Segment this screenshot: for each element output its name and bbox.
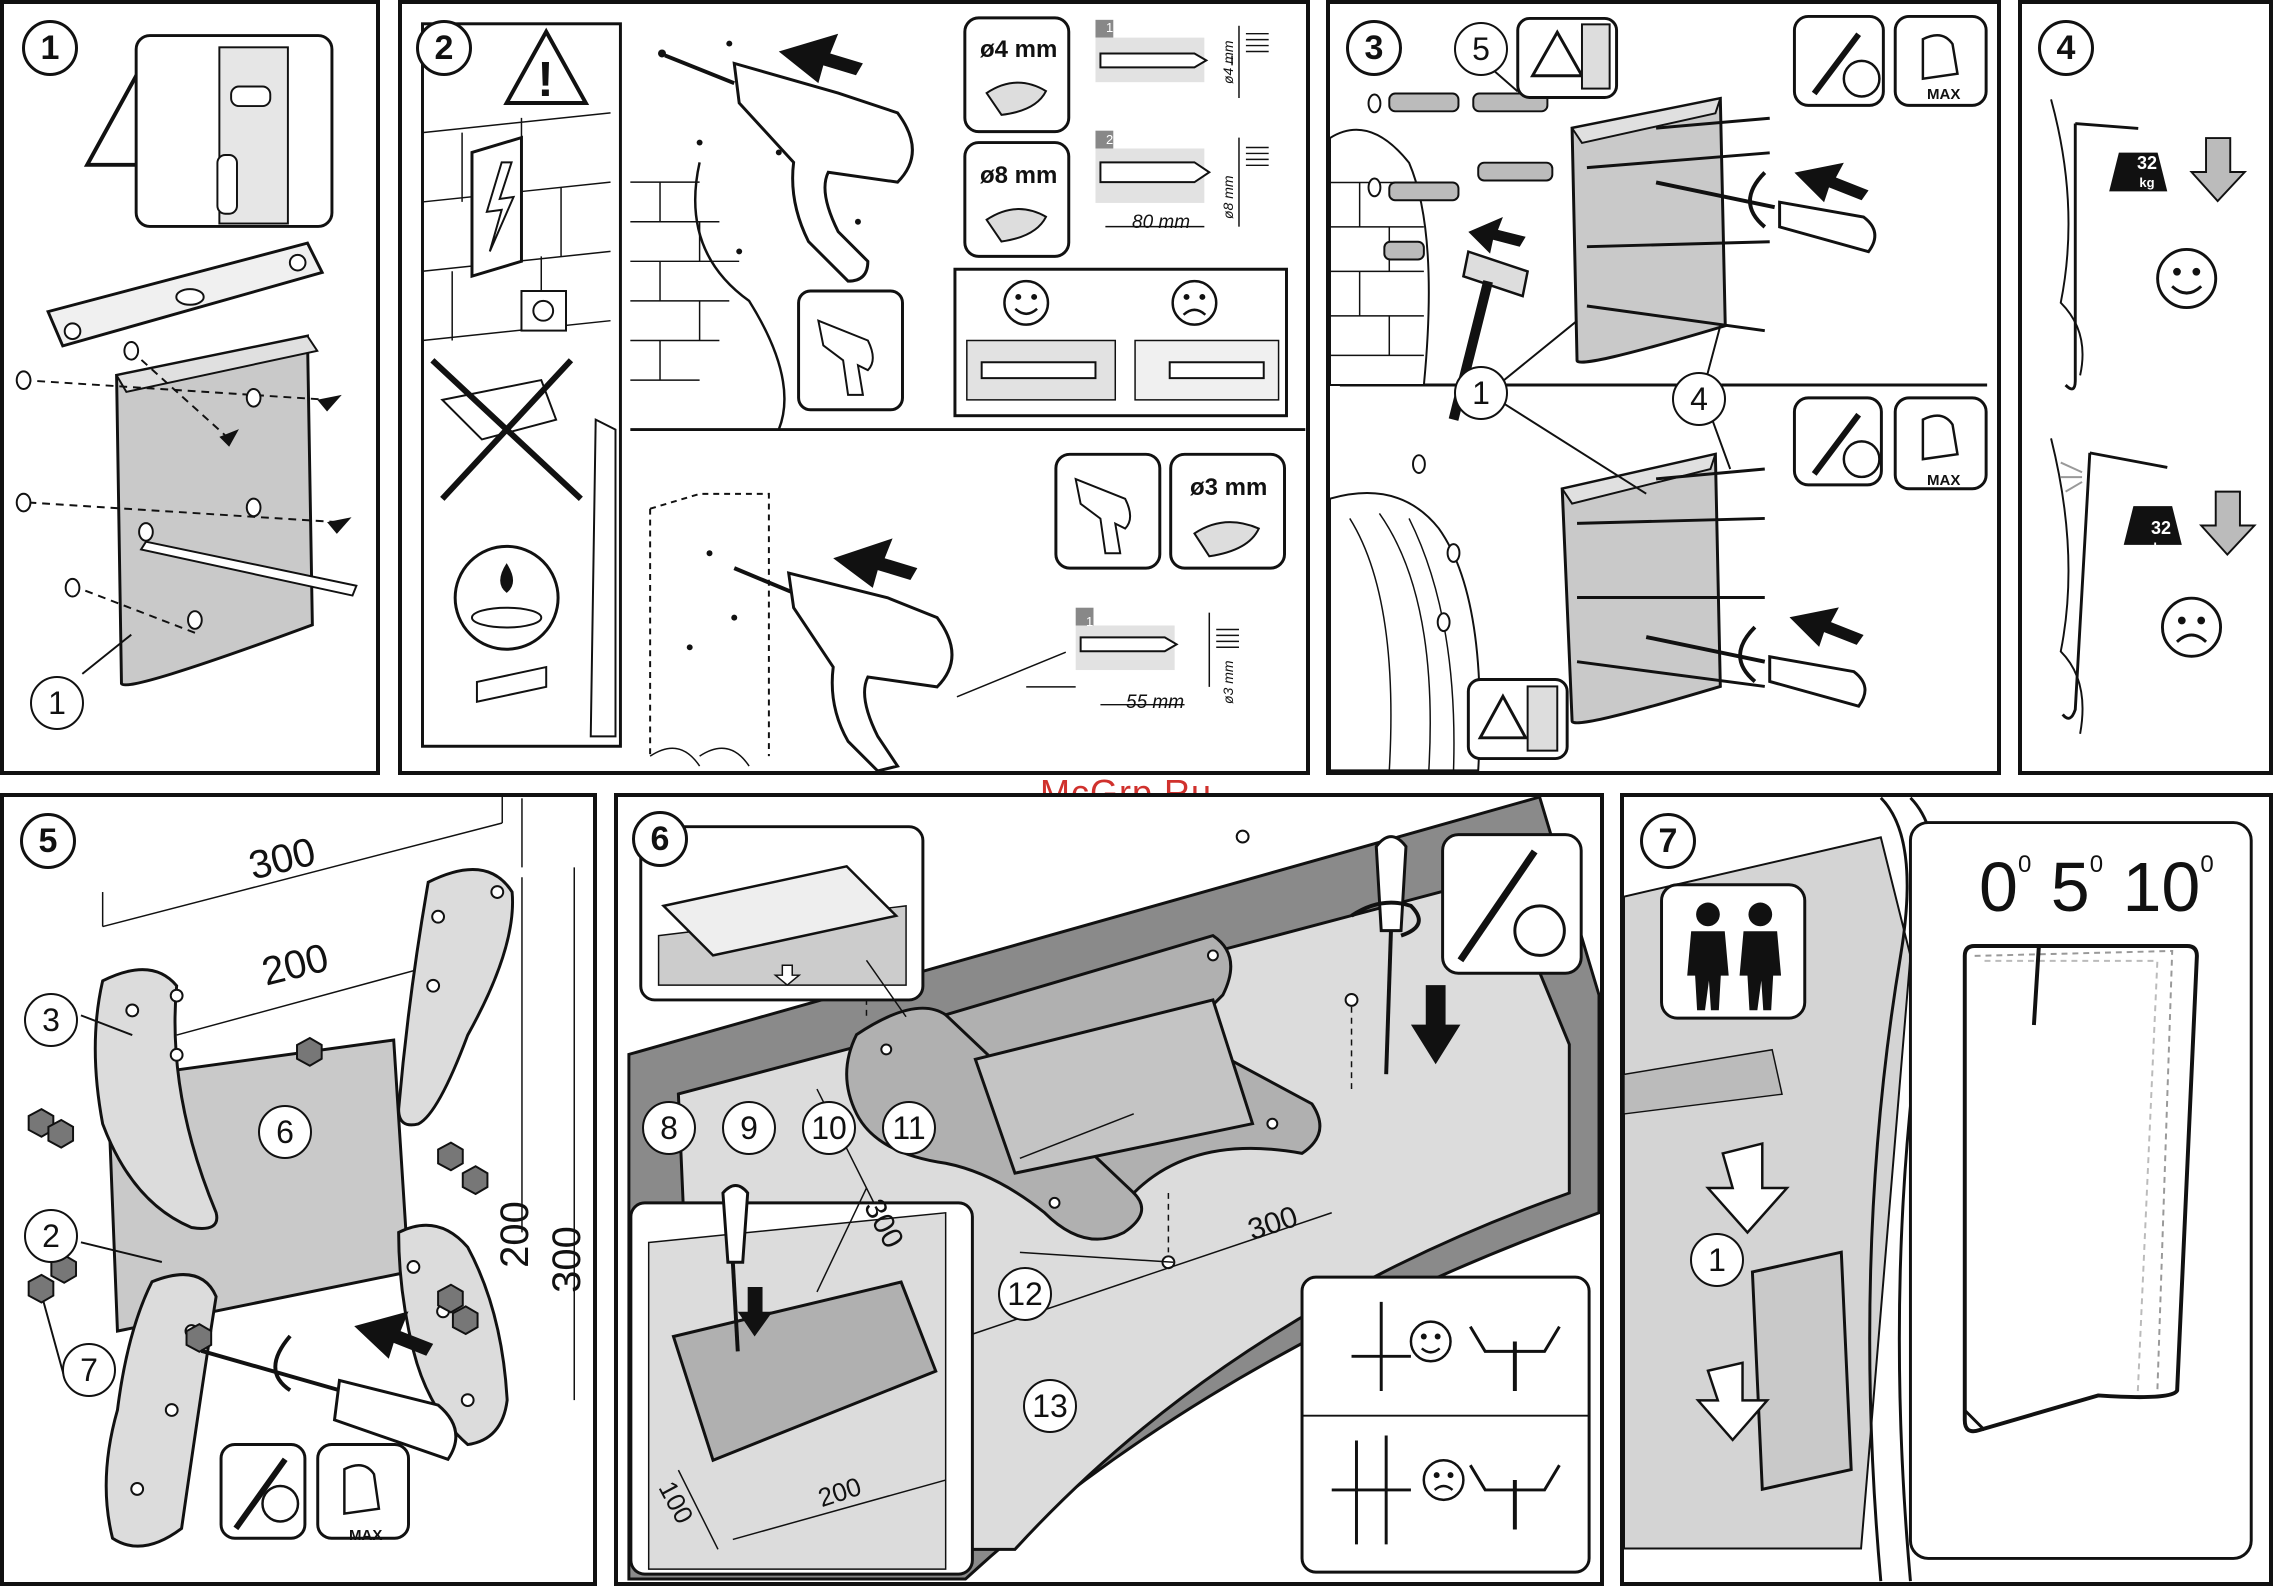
step-number: 4 [2038, 20, 2094, 76]
callout-part: 13 [1023, 1379, 1077, 1433]
drill-bit-label: ø4 mm [980, 36, 1057, 64]
step-7-panel: 7 1 00 50 100 [1620, 793, 2273, 1586]
step-number: 2 [416, 20, 472, 76]
step-5-illustration [4, 797, 593, 1582]
step-1-illustration: ! [4, 4, 376, 771]
callout-part: 6 [258, 1105, 312, 1159]
max-torque-label: MAX [1927, 472, 1960, 489]
happy-face-icon [1411, 1322, 1451, 1362]
callout-part: 9 [722, 1101, 776, 1155]
callout-part: 2 [24, 1209, 78, 1263]
step-5-panel: 5 300 200 200 300 3 6 2 7 MAX [0, 793, 597, 1586]
diameter-label: ø4 mm [1220, 40, 1236, 84]
substep-number: 1 [1106, 20, 1113, 35]
callout-part: 5 [1454, 22, 1508, 76]
callout-part: 1 [1454, 366, 1508, 420]
callout-part: 12 [998, 1267, 1052, 1321]
step-2-illustration: ! [402, 4, 1306, 771]
callout-part: 4 [1672, 372, 1726, 426]
step-number: 1 [22, 20, 78, 76]
step-6-panel: 6 8 9 10 11 12 13 300 300 200 100 [614, 793, 1604, 1586]
max-torque-label: MAX [349, 1527, 382, 1544]
dimension-label: 300 [545, 1226, 590, 1293]
dimension-label: 200 [493, 1201, 538, 1268]
substep-number: 2 [1106, 132, 1113, 147]
max-torque-label: MAX [1927, 86, 1960, 103]
substep-number: 1 [1086, 614, 1093, 629]
svg-text:!: ! [537, 52, 553, 107]
step-3-panel: 3 5 1 4 MAX MAX [1326, 0, 2001, 775]
callout-part: 3 [24, 993, 78, 1047]
happy-face-icon [1004, 281, 1048, 325]
step-2-panel: ! [398, 0, 1310, 775]
callout-part: 1 [1690, 1233, 1744, 1287]
sad-face-icon [1173, 281, 1217, 325]
diameter-label: ø3 mm [1220, 660, 1236, 704]
step-3-illustration [1330, 4, 1997, 771]
diameter-label: ø8 mm [1220, 175, 1236, 219]
sad-face-icon [1424, 1460, 1464, 1500]
step-4-illustration [2022, 4, 2269, 771]
sad-face-icon [2162, 598, 2220, 656]
callout-part: 11 [882, 1101, 936, 1155]
happy-face-icon [2158, 249, 2216, 307]
tilt-angles-label: 00 50 100 [1979, 847, 2214, 927]
drill-bit-label: ø8 mm [980, 162, 1057, 190]
step-number: 5 [20, 813, 76, 869]
step-1-panel: ! 1 1 [0, 0, 380, 775]
step-number: 7 [1640, 813, 1696, 869]
callout-part: 10 [802, 1101, 856, 1155]
callout-part: 7 [62, 1343, 116, 1397]
callout-part: 1 [30, 676, 84, 730]
depth-label: 55 mm [1126, 692, 1184, 714]
step-number: 3 [1346, 20, 1402, 76]
step-6-illustration [618, 797, 1600, 1582]
drill-bit-label: ø3 mm [1190, 474, 1267, 502]
step-number: 6 [632, 811, 688, 867]
callout-part: 8 [642, 1101, 696, 1155]
depth-label: 80 mm [1132, 212, 1190, 234]
